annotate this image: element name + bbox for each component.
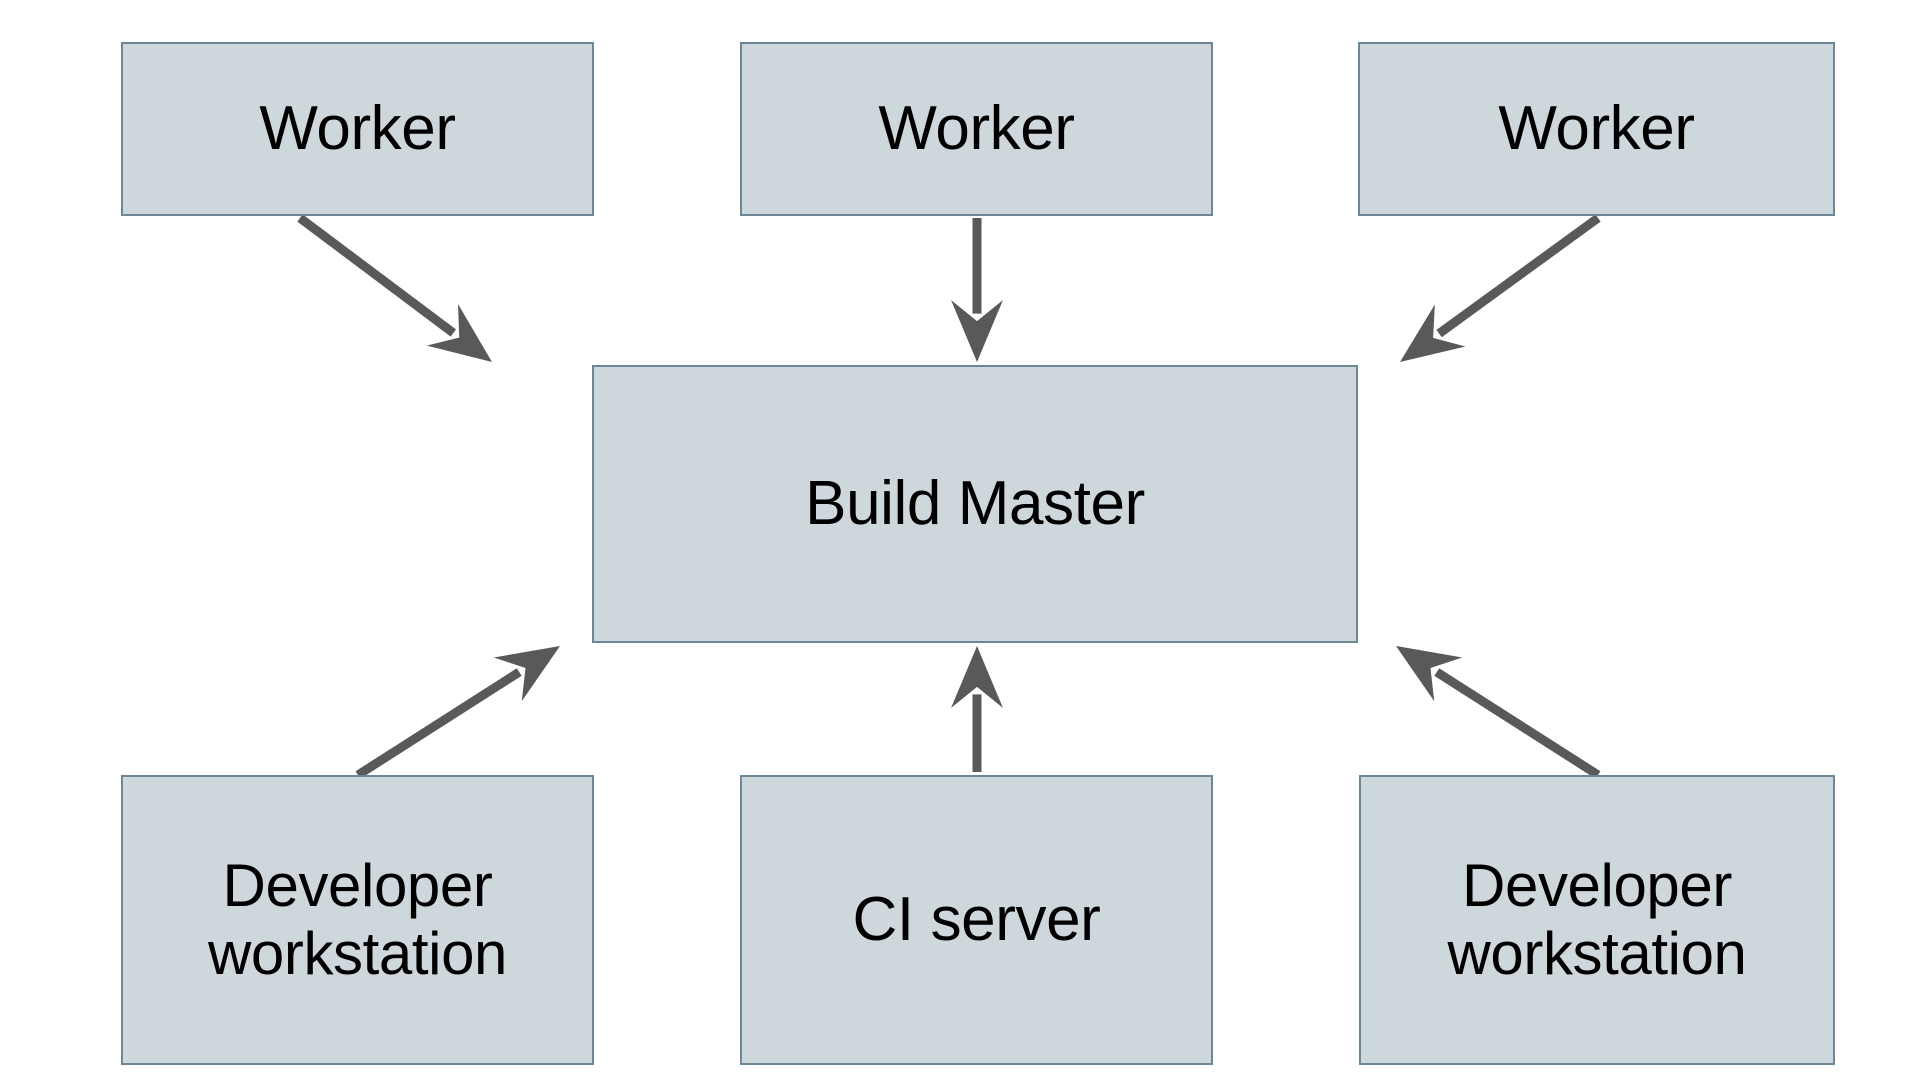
edge-ciserver-to-master <box>951 646 1003 772</box>
edge-arrowhead <box>1400 304 1466 362</box>
edge-arrowhead <box>426 304 492 362</box>
node-label-developer-workstation-1: Developer workstation <box>207 851 508 987</box>
edge-shaft <box>1436 214 1601 338</box>
node-developer-workstation-2[interactable]: Developer workstation <box>1359 775 1835 1065</box>
node-label-build-master: Build Master <box>805 468 1145 538</box>
edge-arrowhead <box>951 646 1003 708</box>
node-label-worker-1: Worker <box>259 93 456 163</box>
edge-worker1-to-master <box>297 214 492 362</box>
edge-devws2-to-master <box>1396 646 1601 779</box>
node-label-ci-server: CI server <box>852 884 1101 954</box>
edge-shaft <box>297 214 457 337</box>
node-label-worker-2: Worker <box>878 93 1075 163</box>
node-ci-server[interactable]: CI server <box>740 775 1213 1065</box>
node-worker-3[interactable]: Worker <box>1358 42 1835 216</box>
edge-worker2-to-master <box>951 218 1003 362</box>
node-worker-1[interactable]: Worker <box>121 42 594 216</box>
edge-devws1-to-master <box>355 646 560 779</box>
edge-arrowhead <box>951 300 1003 362</box>
node-build-master[interactable]: Build Master <box>592 365 1358 643</box>
edge-shaft <box>355 668 522 779</box>
node-label-developer-workstation-2: Developer workstation <box>1447 851 1747 987</box>
edge-shaft <box>1434 668 1601 779</box>
node-worker-2[interactable]: Worker <box>740 42 1213 216</box>
node-label-worker-3: Worker <box>1498 93 1695 163</box>
edge-arrowhead <box>1396 646 1463 702</box>
edge-worker3-to-master <box>1400 214 1601 362</box>
node-developer-workstation-1[interactable]: Developer workstation <box>121 775 594 1065</box>
edge-arrowhead <box>493 646 560 702</box>
